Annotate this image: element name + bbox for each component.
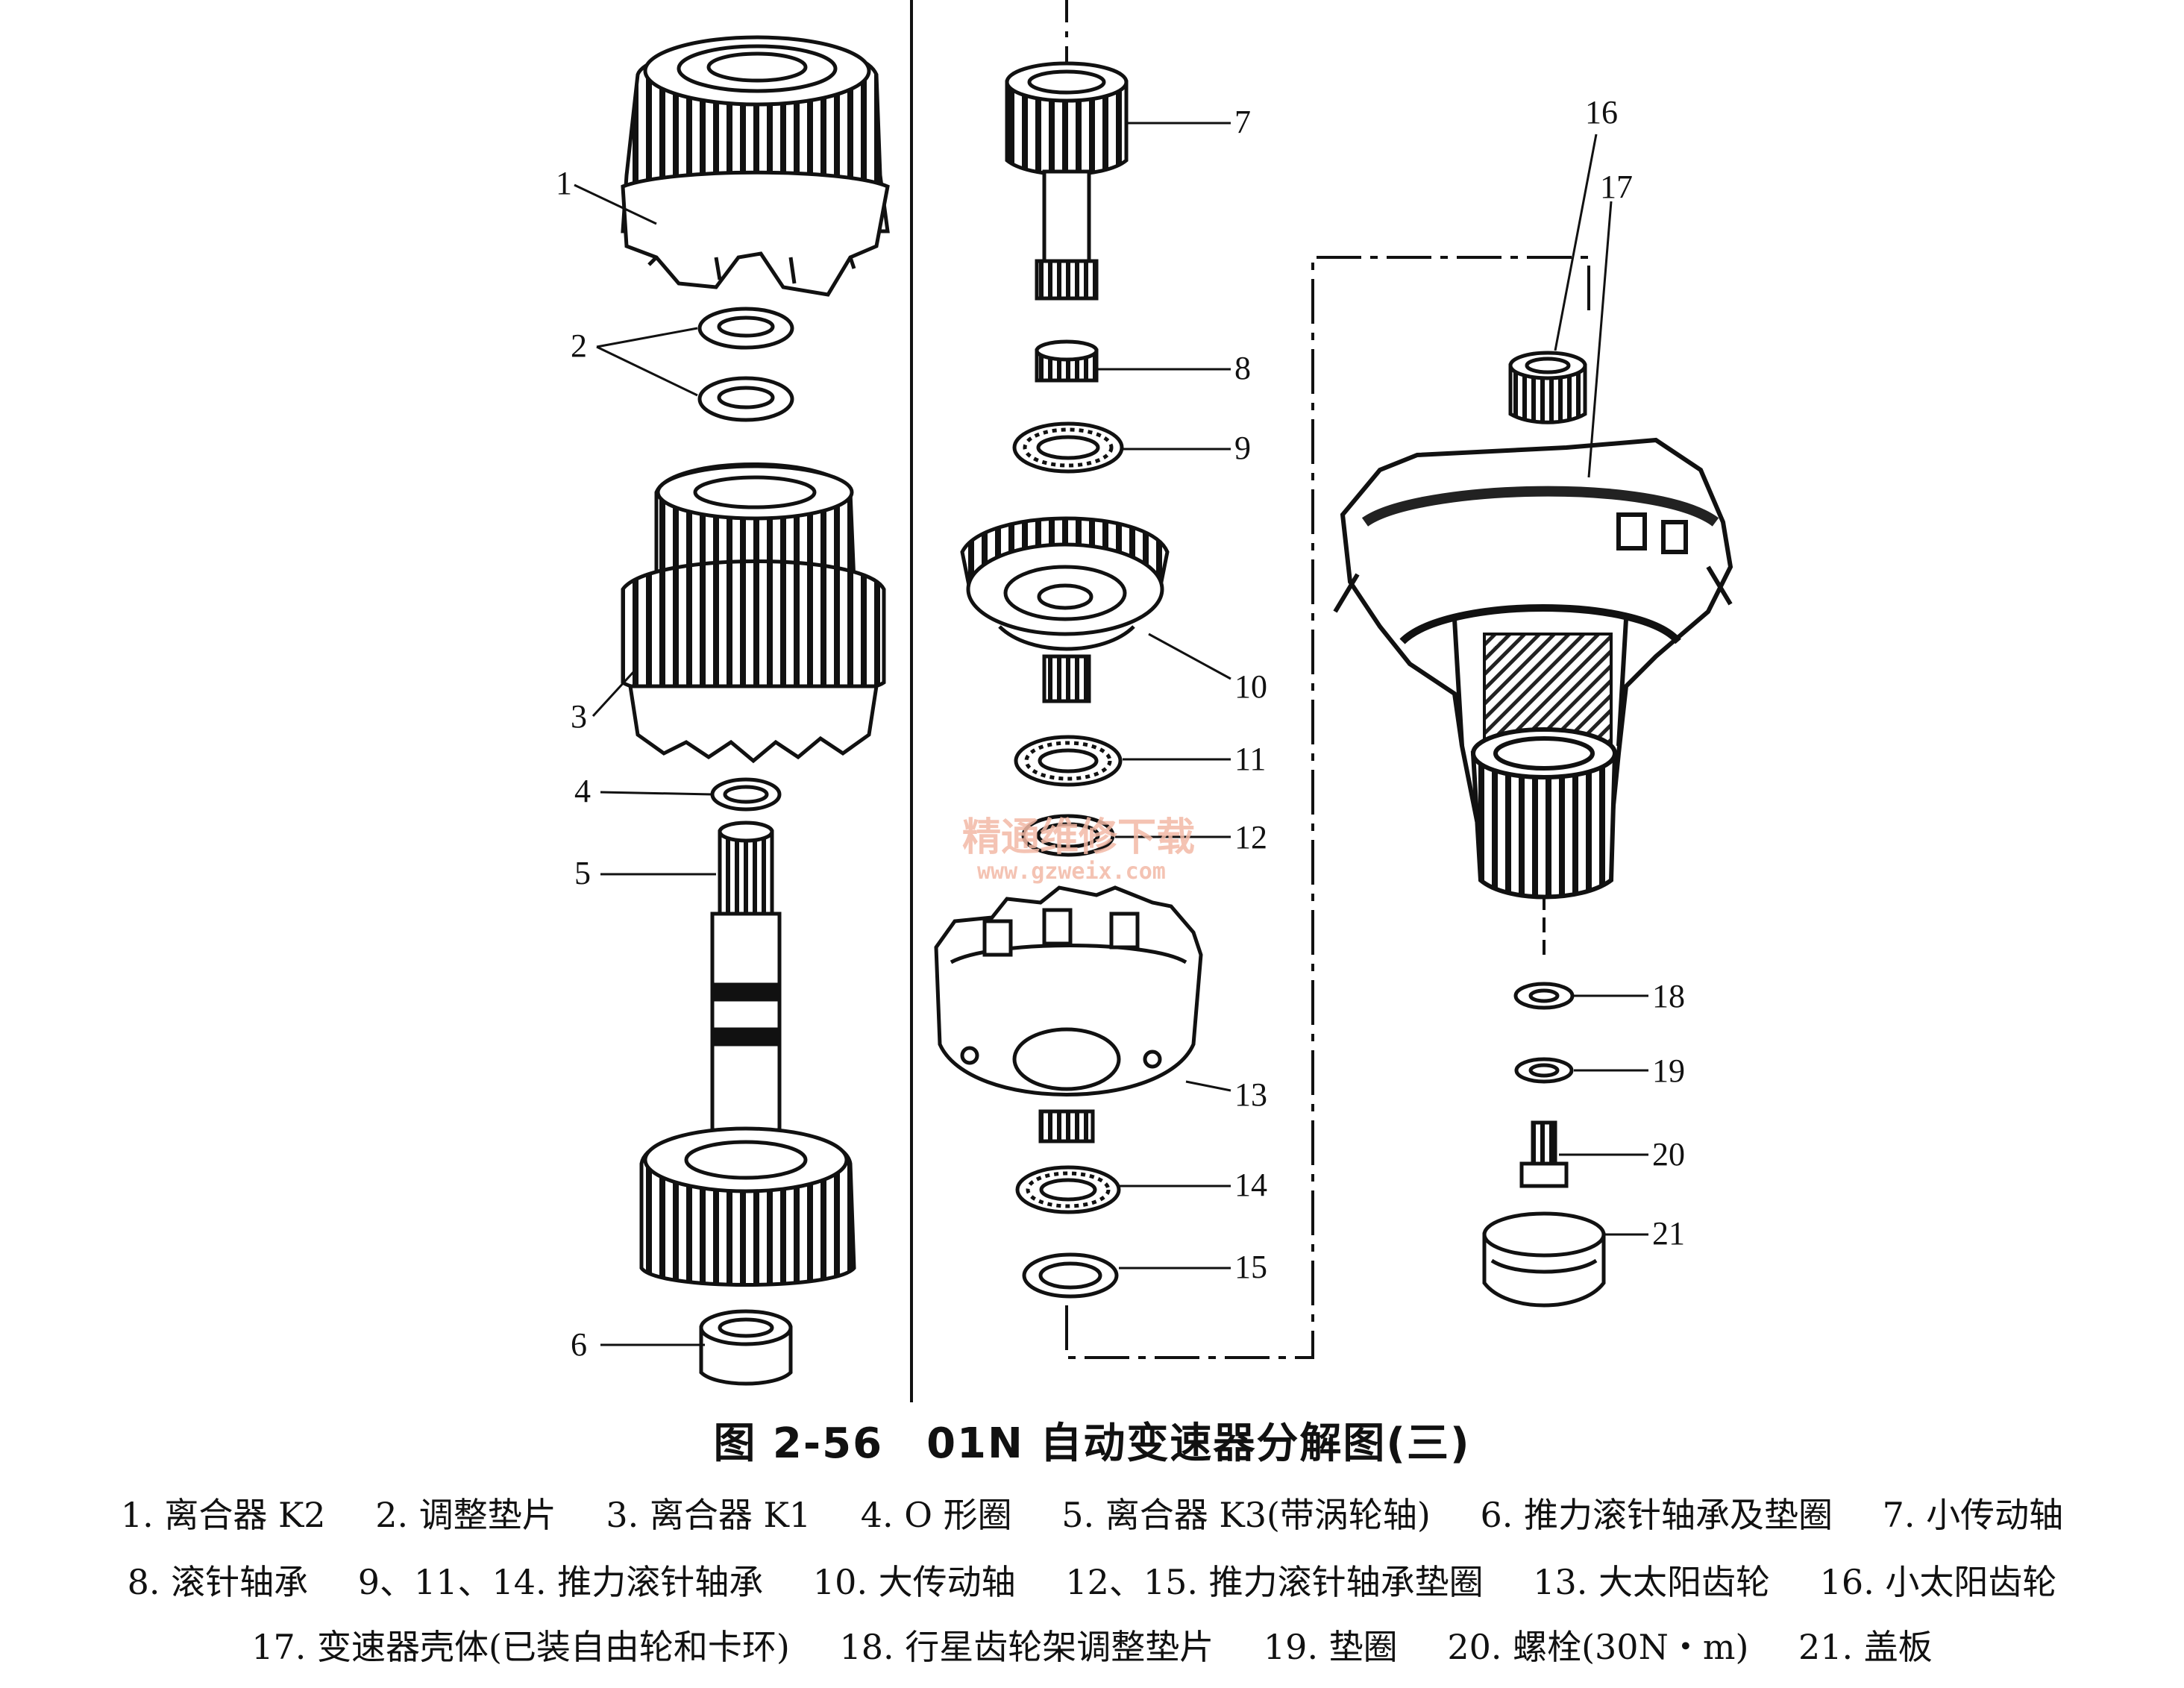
part-clutch-k3	[639, 821, 856, 1287]
legend-item: 2. 调整垫片	[375, 1495, 556, 1535]
legend-item: 4. O 形圈	[860, 1495, 1012, 1535]
legend-item: 21. 盖板	[1798, 1627, 1933, 1667]
legend-item: 19. 垫圈	[1263, 1627, 1398, 1667]
label-21: 21	[1652, 1215, 1685, 1252]
label-3: 3	[571, 698, 587, 735]
label-6: 6	[571, 1326, 587, 1363]
label-16: 16	[1585, 94, 1618, 131]
watermark: 精通维修下载 www.gzweix.com	[962, 815, 1195, 885]
legend-line-2: 8. 滚针轴承 9、11、14. 推力滚针轴承 10. 大传动轴 12、15. …	[0, 1555, 2184, 1604]
part-small-drive-shaft	[1005, 61, 1129, 301]
part-needle-bearing	[1035, 339, 1099, 383]
part-planet-carrier-shim	[1513, 982, 1575, 1010]
watermark-text: 精通维修下载	[962, 815, 1195, 860]
part-thrust-washer-12	[1021, 814, 1115, 857]
legend-item: 12、15. 推力滚针轴承垫圈	[1065, 1562, 1484, 1602]
legend-item: 10. 大传动轴	[812, 1562, 1016, 1602]
label-15: 15	[1234, 1249, 1267, 1285]
legend-item: 6. 推力滚针轴承及垫圈	[1480, 1495, 1833, 1535]
legend-item: 1. 离合器 K2	[120, 1495, 326, 1535]
part-thrust-bearing-9	[1012, 421, 1124, 474]
legend-item: 5. 离合器 K3(带涡轮轴)	[1061, 1495, 1431, 1535]
legend-item: 13. 大太阳齿轮	[1533, 1562, 1771, 1602]
label-2: 2	[571, 327, 587, 364]
figure-caption: 图 2-56 01N 自动变速器分解图(三)	[713, 1419, 1471, 1468]
part-thrust-bearing-washer	[699, 1309, 793, 1386]
part-clutch-k2	[621, 35, 890, 297]
number-labels: 1 2 3 4 5 6 7 8 9 10 11 12 13 14 15 16 1…	[556, 94, 1685, 1363]
legend-item: 18. 行星齿轮架调整垫片	[839, 1627, 1214, 1667]
part-clutch-k1	[621, 462, 886, 764]
part-o-ring	[710, 777, 782, 812]
part-thrust-bearing-14	[1015, 1165, 1121, 1214]
assembly-lines	[910, 0, 1590, 1402]
label-19: 19	[1652, 1052, 1685, 1089]
label-20: 20	[1652, 1136, 1685, 1173]
label-5: 5	[574, 855, 591, 891]
part-small-sun-gear	[1508, 351, 1587, 424]
part-thrust-bearing-11	[1014, 735, 1123, 787]
part-thrust-washer-15	[1022, 1252, 1119, 1299]
legend-line-1: 1. 离合器 K2 2. 调整垫片 3. 离合器 K1 4. O 形圈 5. 离…	[0, 1488, 2184, 1537]
label-4: 4	[574, 773, 591, 809]
legend-item: 3. 离合器 K1	[606, 1495, 812, 1535]
part-bolt	[1519, 1120, 1569, 1188]
part-cover-plate	[1482, 1211, 1606, 1308]
part-transmission-housing	[1333, 437, 1733, 900]
legend-line-3: 17. 变速器壳体(已装自由轮和卡环) 18. 行星齿轮架调整垫片 19. 垫圈…	[0, 1620, 2184, 1669]
label-9: 9	[1234, 430, 1251, 466]
label-8: 8	[1234, 350, 1251, 386]
part-large-drive-shaft	[960, 516, 1170, 703]
label-14: 14	[1234, 1167, 1267, 1203]
watermark-url: www.gzweix.com	[977, 859, 1166, 885]
legend-item: 17. 变速器壳体(已装自由轮和卡环)	[251, 1627, 790, 1667]
legend-item: 16. 小太阳齿轮	[1819, 1562, 2057, 1602]
exploded-diagram: 1 2 3 4 5 6 7 8 9 10 11 12 13 14 15 16 1…	[556, 0, 1733, 1402]
label-11: 11	[1234, 741, 1266, 777]
legend-item: 8. 滚针轴承	[127, 1562, 309, 1602]
legend-item: 20. 螺栓(30N・m)	[1447, 1627, 1749, 1667]
label-1: 1	[556, 165, 572, 201]
label-10: 10	[1234, 668, 1267, 705]
label-17: 17	[1600, 169, 1633, 205]
legend-item: 7. 小传动轴	[1882, 1495, 2064, 1535]
leader-lines	[574, 122, 1648, 1346]
part-washer	[1514, 1057, 1574, 1084]
part-large-sun-gear	[934, 885, 1203, 1143]
part-adjusting-shims	[697, 307, 794, 422]
label-7: 7	[1234, 104, 1251, 140]
label-18: 18	[1652, 978, 1685, 1014]
label-12: 12	[1234, 819, 1267, 856]
legend-item: 9、11、14. 推力滚针轴承	[357, 1562, 764, 1602]
label-13: 13	[1234, 1076, 1267, 1113]
